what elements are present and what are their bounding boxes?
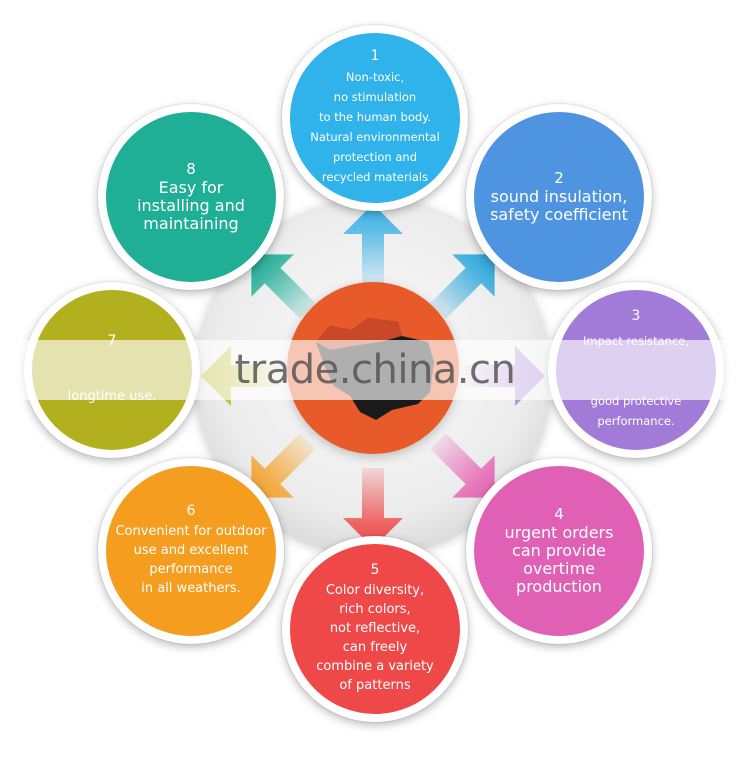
feature-circle-1: 1 Non-toxic, no stimulation to the human… — [282, 25, 468, 211]
feature-number-1: 1 — [370, 48, 380, 65]
feature-circle-5: 5 Color diversity, rich colors, not refl… — [282, 536, 468, 722]
arrow-up — [343, 204, 403, 284]
arrow-up-right — [430, 254, 495, 319]
feature-text-6: Convenient for outdoor use and excellent… — [115, 523, 267, 596]
arrow-down — [343, 468, 403, 548]
feature-number-2: 2 — [554, 168, 564, 187]
feature-number-6: 6 — [186, 503, 196, 520]
feature-circle-3: 3 Impact resistance, good protective per… — [548, 282, 724, 458]
feature-circle-4: 4 urgent orders can provide overtime pro… — [466, 458, 652, 644]
feature-circle-6: 6 Convenient for outdoor use and excelle… — [98, 458, 284, 644]
feature-circle-7: 7 longtime use. — [24, 282, 200, 458]
feature-number-7: 7 — [107, 332, 117, 349]
feature-number-4: 4 — [554, 504, 564, 523]
feature-number-3: 3 — [631, 308, 641, 325]
feature-text-5: Color diversity, rich colors, not reflec… — [316, 582, 434, 693]
feature-number-5: 5 — [370, 562, 380, 579]
feature-text-3: Impact resistance, good protective perfo… — [582, 333, 690, 428]
arrow-down-left — [251, 433, 316, 498]
feature-text-4: urgent orders can provide overtime produ… — [504, 523, 614, 597]
feature-text-8: Easy for installing and maintaining — [137, 178, 245, 234]
arrow-up-left — [251, 254, 316, 319]
arrow-down-right — [430, 433, 495, 498]
feature-circle-8: 8 Easy for installing and maintaining — [98, 104, 284, 290]
feature-number-8: 8 — [186, 159, 196, 178]
feature-circle-2: 2 sound insulation, safety coefficient — [466, 104, 652, 290]
feature-text-7: longtime use. — [67, 389, 157, 405]
feature-text-1: Non-toxic, no stimulation to the human b… — [310, 69, 440, 184]
feature-text-2: sound insulation, safety coefficient — [490, 187, 628, 225]
